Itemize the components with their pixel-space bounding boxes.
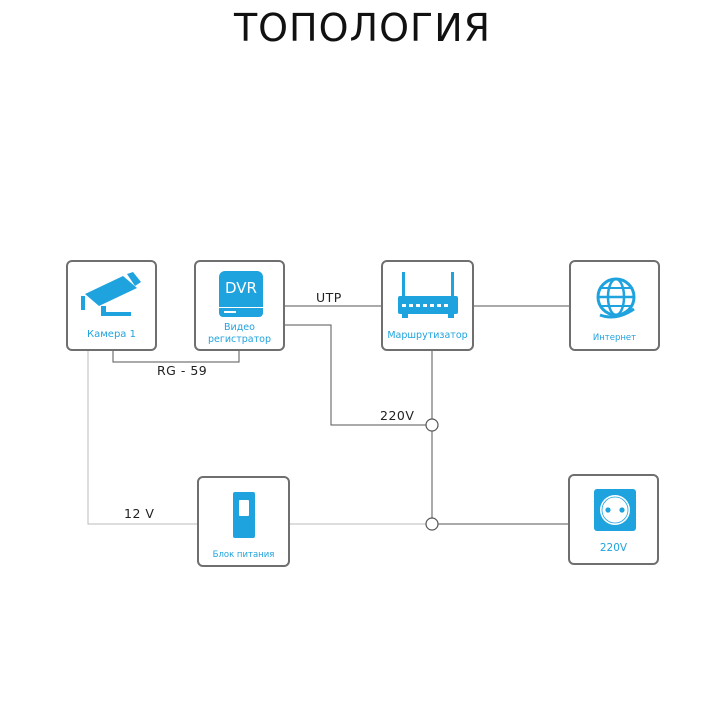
globe-icon xyxy=(596,277,636,319)
dvr-node: DVR Видео регистратор xyxy=(194,260,285,351)
router-node: Маршрутизатор xyxy=(381,260,474,351)
camera-label: Камера 1 xyxy=(87,329,136,340)
dvr-power-line xyxy=(284,324,426,426)
junction-upper xyxy=(425,418,439,432)
junction-lower xyxy=(425,517,439,531)
internet-label: Интернет xyxy=(592,333,637,343)
router-label: Маршрутизатор xyxy=(387,330,468,341)
power-supply-label: Блок питания xyxy=(212,550,275,560)
dvr-icon-text: DVR xyxy=(225,279,257,297)
internet-node: Интернет xyxy=(569,260,660,351)
rg59-line xyxy=(112,349,240,363)
cctv-camera-icon xyxy=(81,272,141,316)
outlet-label: 220V xyxy=(599,542,628,554)
utp-label: UTP xyxy=(316,290,342,305)
camera-12v-line xyxy=(87,349,198,525)
power-supply-icon xyxy=(233,492,255,538)
router-icon xyxy=(398,272,458,318)
rg59-label: RG - 59 xyxy=(157,363,208,378)
camera-node: Камера 1 xyxy=(66,260,157,351)
dvr-power-label: 220V xyxy=(380,408,415,423)
camera-power-label: 12 V xyxy=(124,506,155,521)
outlet-node: 220V xyxy=(568,474,659,565)
dvr-icon: DVR xyxy=(219,271,263,317)
power-outlet-icon xyxy=(594,489,636,531)
page-title: ТОПОЛОГИЯ xyxy=(233,6,492,50)
dvr-label-line2: регистратор xyxy=(207,334,272,345)
dvr-label-line1: Видео xyxy=(224,322,255,333)
power-supply-node: Блок питания xyxy=(197,476,290,567)
